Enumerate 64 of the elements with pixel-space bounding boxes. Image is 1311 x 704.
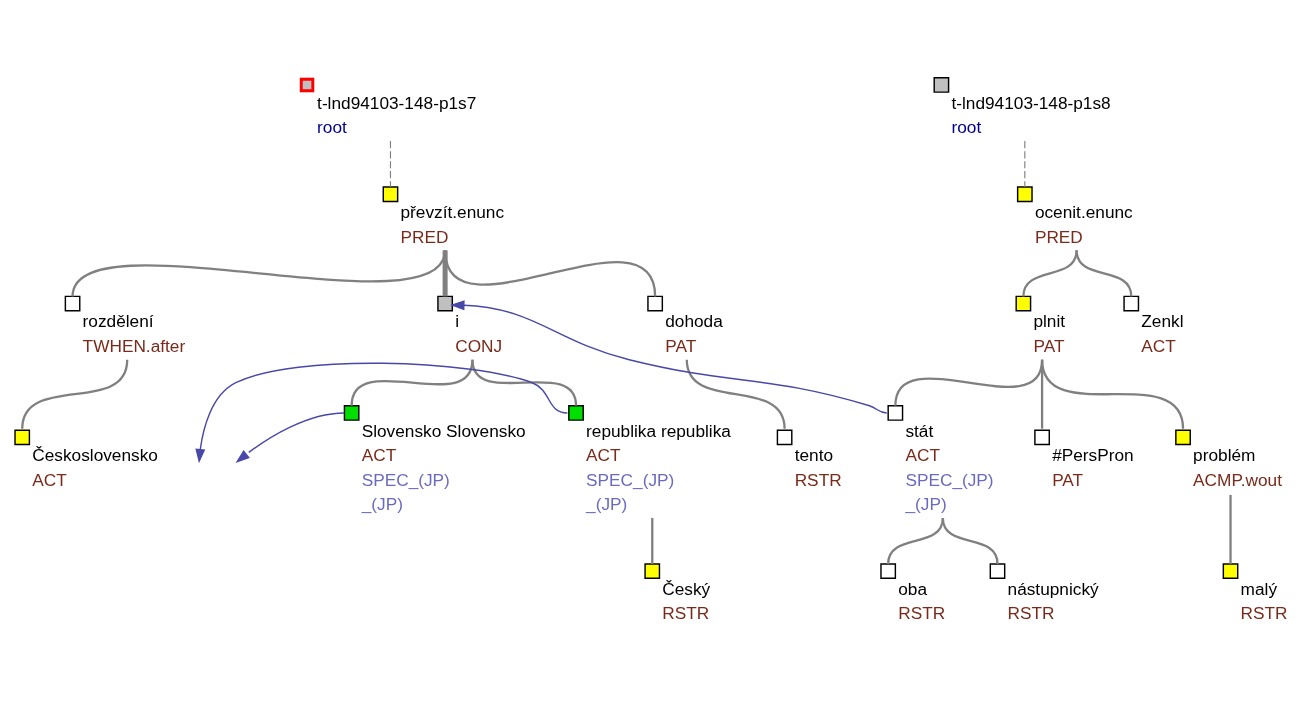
node-label: plnit [1033,310,1066,331]
connector [1229,494,1232,564]
node-label: RSTR [1007,602,1055,623]
node-label: PAT [1052,469,1084,490]
node-label: RSTR [1240,602,1288,623]
connector [444,249,657,297]
node-label: ACT [361,444,397,465]
node-label: nástupnický [1007,578,1099,599]
node-label: ACMP.wout [1193,469,1282,490]
node-label: malý [1240,578,1278,599]
arrow [450,299,888,414]
node-label: Slovensko Slovensko [361,420,526,441]
node-label: #PersPron [1052,444,1134,465]
connector [651,517,654,564]
node-label: RSTR [898,602,946,623]
arrow [235,411,346,463]
node-label: ACT [905,444,940,465]
node-label: _(JP) [586,493,628,514]
node-label: SPEC_(JP) [586,469,675,490]
node-label: Český [662,578,711,599]
node-label: Zenkl [1141,310,1184,331]
connector [1040,358,1185,429]
connector [21,359,129,429]
node-label: CONJ [455,335,503,356]
node-label: Československo [32,444,158,465]
node-label: PAT [665,335,697,356]
node-label: dohoda [665,310,723,331]
node-label: stát [905,420,934,441]
connector [1022,249,1078,297]
node-label: _(JP) [361,493,403,514]
node-label: PRED [400,226,449,247]
node-label: TWHEN.after [82,335,186,356]
node-label: ocenit.enunc [1034,201,1133,222]
node-label: ACT [32,469,67,490]
node-label: tento [794,444,834,465]
node-label: RSTR [662,602,710,623]
node-label: t-lnd94103-148-p1s8 [951,92,1111,113]
node-label: oba [898,578,928,599]
connector [887,517,944,564]
node-label: ACT [586,444,621,465]
node-label: PAT [1033,335,1065,356]
node-label: RSTR [794,469,842,490]
connector [941,517,999,564]
node-label: PRED [1034,226,1083,247]
connector [442,249,448,296]
connector [350,358,474,406]
connector [389,139,392,188]
node-label: ACT [1141,335,1176,356]
node-label: t-lnd94103-148-p1s7 [317,92,477,113]
connector [685,359,786,429]
connector [1024,139,1026,188]
node-label: rozdělení [82,310,154,331]
node-label: root [317,116,347,137]
node-label: _(JP) [905,493,947,514]
connector [471,358,578,406]
arrow [195,362,569,463]
connector [71,249,447,297]
node-label: SPEC_(JP) [905,469,994,490]
node-label: SPEC_(JP) [361,469,450,490]
node-label: i [455,310,460,331]
node-label: převzít.enunc [400,201,505,222]
node-label: root [951,116,982,137]
node-label: problém [1193,444,1256,465]
node-label: republika republika [586,420,731,441]
